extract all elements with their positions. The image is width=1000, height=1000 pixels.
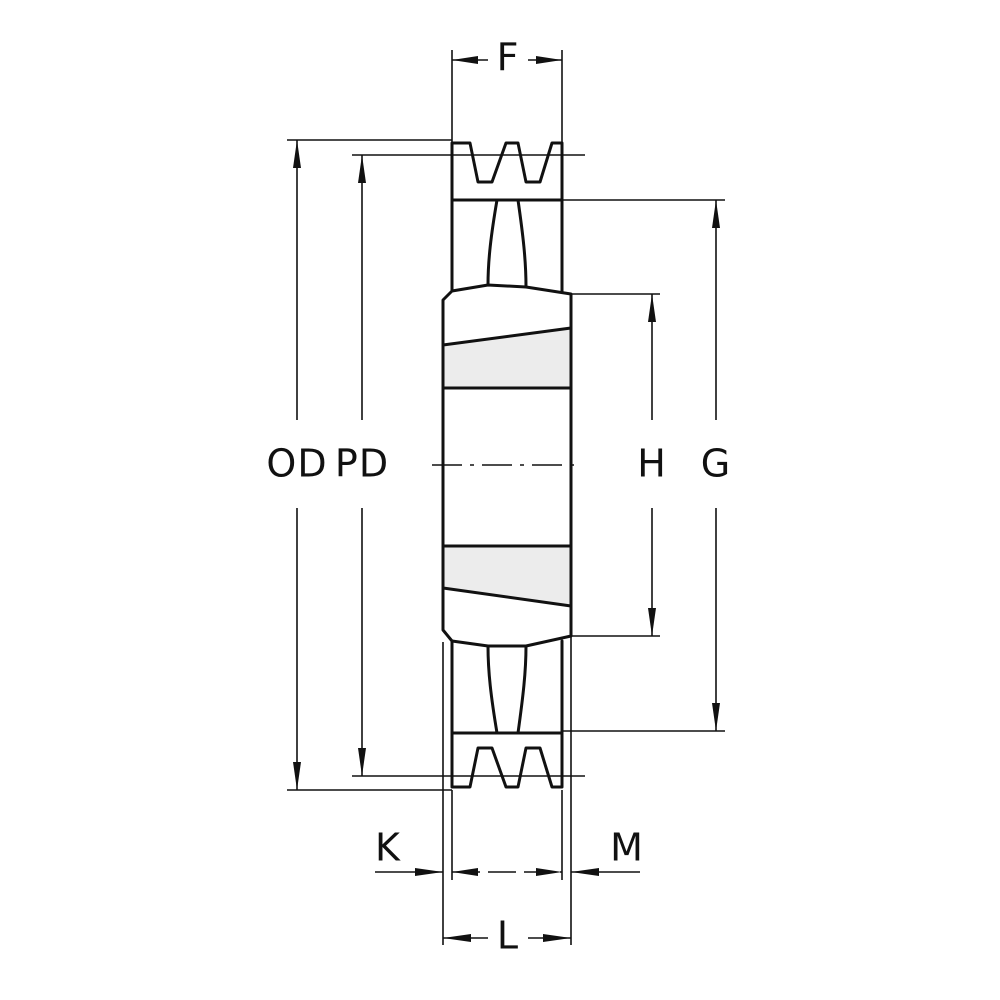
dim-l <box>443 934 571 942</box>
bottom-rim <box>450 731 564 789</box>
dim-inner-span <box>452 868 562 876</box>
dim-pd <box>358 155 366 776</box>
dim-g <box>712 200 720 731</box>
upper-keyway <box>441 326 573 390</box>
upper-web-neck <box>486 198 528 289</box>
lower-web <box>450 639 564 735</box>
extension-lines <box>287 50 725 945</box>
dim-od <box>293 140 301 790</box>
dim-f <box>452 56 562 64</box>
pulley-body <box>432 141 582 789</box>
lower-web-neck <box>486 644 528 735</box>
dim-m <box>571 868 640 876</box>
label-f: F <box>497 36 520 80</box>
label-h: H <box>637 442 667 486</box>
label-pd: PD <box>335 442 389 486</box>
label-l: L <box>497 914 519 958</box>
upper-web <box>450 198 564 294</box>
top-rim <box>450 141 564 202</box>
label-m: M <box>610 826 644 870</box>
label-od: OD <box>266 442 327 486</box>
label-k: K <box>375 826 401 870</box>
lower-keyway <box>441 544 573 608</box>
label-g: G <box>701 442 731 486</box>
dim-k <box>375 868 443 876</box>
dim-h <box>648 294 656 636</box>
